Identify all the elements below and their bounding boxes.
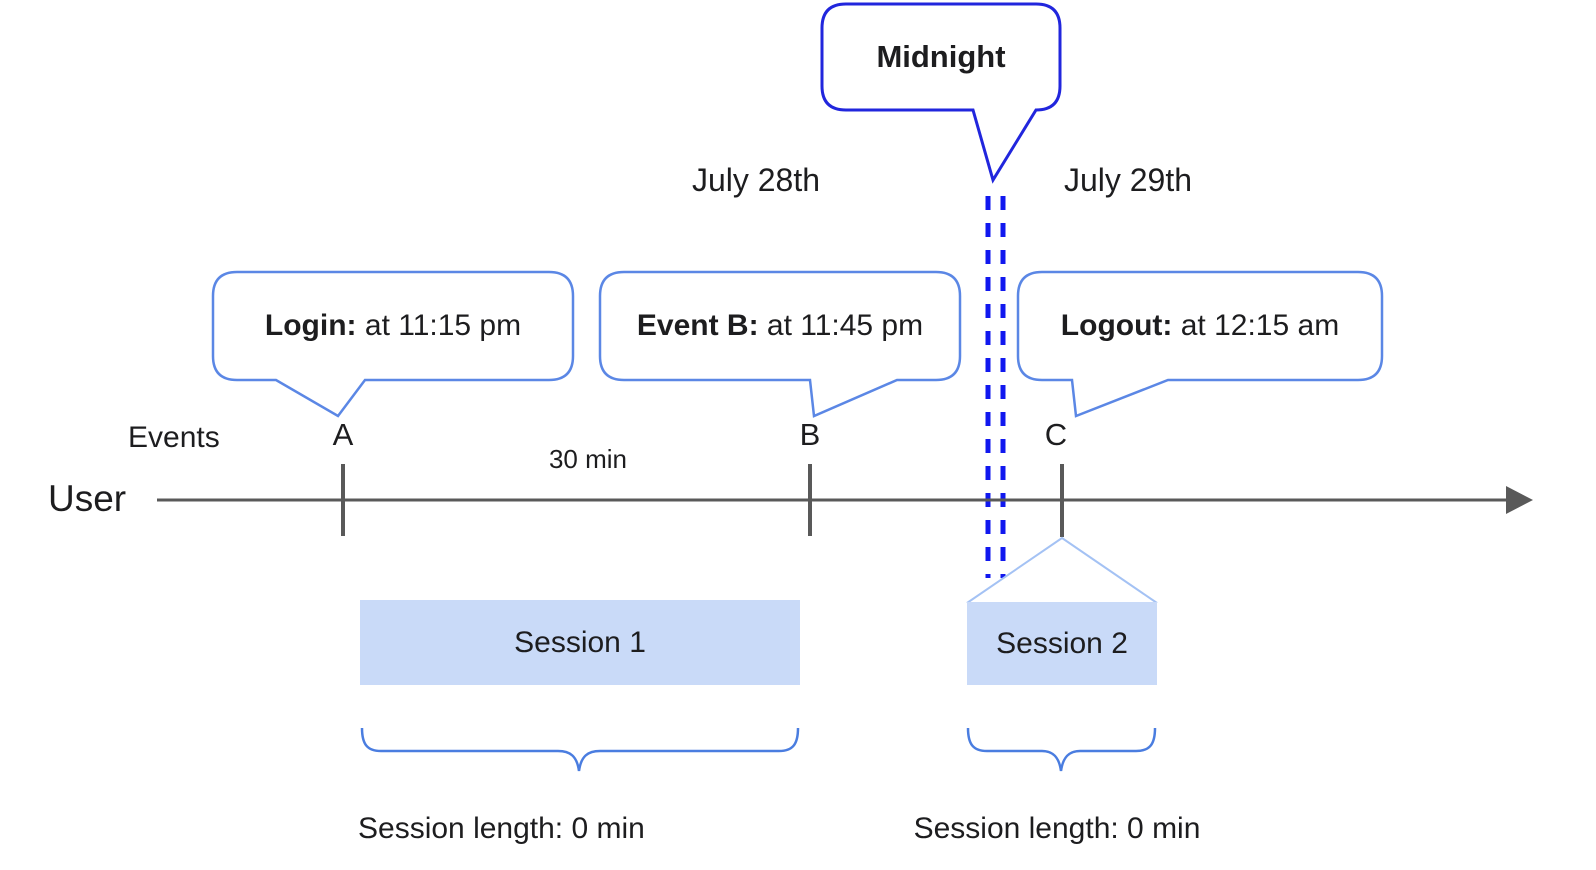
event-b-bubble-shape — [598, 270, 962, 418]
login-bubble-text: Login: at 11:15 pm — [213, 272, 573, 380]
logout-bubble-shape — [1016, 270, 1384, 418]
date-july-28: July 28th — [691, 162, 821, 198]
login-bubble-shape — [211, 270, 575, 418]
logout-bubble-bold: Logout: — [1060, 309, 1173, 342]
date-july-29: July 29th — [1063, 162, 1193, 198]
session-2-label: Session 2 — [996, 627, 1128, 660]
event-marker-a: A — [332, 417, 354, 452]
user-axis-label: User — [48, 478, 127, 519]
event-b-bubble-bold: Event B: — [636, 309, 759, 342]
midnight-label: Midnight — [876, 39, 1006, 74]
session-1-length-label: Session length: 0 min — [358, 812, 645, 845]
logout-bubble-text: Logout: at 12:15 am — [1018, 272, 1382, 380]
logout-bubble-time: at 12:15 am — [1172, 309, 1340, 342]
session-2-box — [967, 602, 1157, 685]
event-marker-c: C — [1044, 417, 1068, 452]
events-row-label: Events — [128, 421, 220, 454]
session-1-brace — [360, 727, 800, 772]
midnight-bubble-shape — [820, 2, 1062, 184]
session-2-brace — [966, 727, 1157, 772]
session-1-label: Session 1 — [514, 626, 646, 659]
event-marker-b: B — [799, 417, 821, 452]
login-bubble-bold: Login: — [264, 309, 357, 342]
session-2-connector — [966, 536, 1158, 604]
session-2-length-label: Session length: 0 min — [913, 812, 1201, 845]
event-b-bubble-text: Event B: at 11:45 pm — [600, 272, 960, 380]
login-bubble-time: at 11:15 pm — [356, 309, 522, 342]
timeline-arrowhead — [1506, 486, 1533, 514]
event-b-bubble-time: at 11:45 pm — [758, 309, 924, 342]
interval-30min-label: 30 min — [548, 444, 628, 474]
session-1-box — [360, 600, 800, 685]
